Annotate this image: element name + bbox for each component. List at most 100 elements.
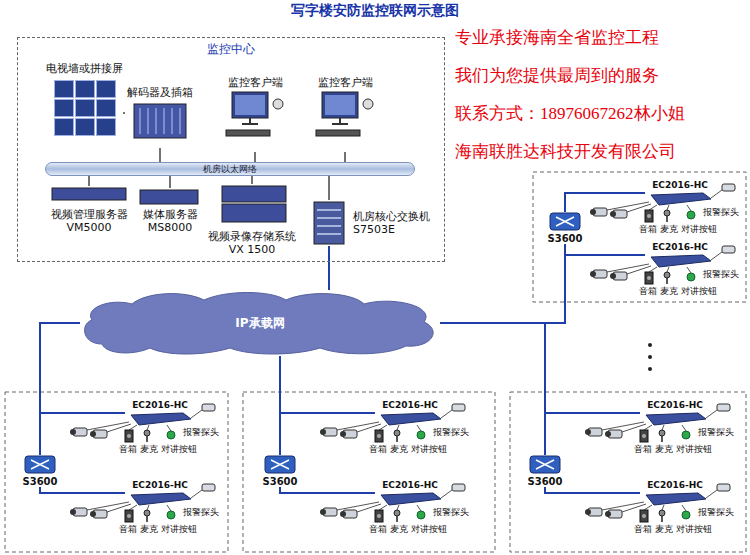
more-dot <box>648 355 652 359</box>
node-label: 解码器及插箱 <box>127 86 193 99</box>
speaker-icon <box>640 430 648 442</box>
connector <box>40 413 125 455</box>
device-label: 对讲按钮 <box>411 524 447 535</box>
intercom-button <box>417 431 425 439</box>
connector <box>88 176 90 186</box>
detector-icon <box>452 404 465 411</box>
connector <box>123 112 125 114</box>
intercom-button <box>682 431 690 439</box>
speaker-cone <box>127 434 131 438</box>
camera-lens <box>90 431 96 437</box>
mic-stem <box>666 216 668 222</box>
node-label: EC2016-HC <box>647 480 703 491</box>
camera-lens <box>590 209 596 215</box>
connector <box>169 176 171 188</box>
connector <box>440 244 565 323</box>
intercom-button <box>167 431 175 439</box>
core-switch-slots <box>317 210 341 234</box>
connector <box>545 487 640 493</box>
device-label: 麦克 <box>655 524 673 535</box>
node-label: EC2016-HC <box>652 180 708 191</box>
device-label: 报警探头 <box>183 507 219 518</box>
mic-stem <box>666 278 668 284</box>
connector <box>251 176 253 184</box>
camera-lens <box>320 509 326 515</box>
mic-stem <box>396 436 398 442</box>
encoder-box: EC2016-HC <box>645 242 715 268</box>
speaker-icon <box>375 510 383 522</box>
keyboard <box>316 130 360 136</box>
encoder-body <box>651 193 711 205</box>
decoder-slots <box>140 108 180 134</box>
node-label: 机房核心交换机 S7503E <box>353 210 439 236</box>
ad-text: 专业承接海南全省监控工程 <box>455 28 659 48</box>
connector <box>328 246 330 290</box>
switch-icon <box>265 456 295 473</box>
speaker-cone <box>647 214 651 218</box>
mic-stem <box>396 516 398 522</box>
intercom-button <box>687 211 695 219</box>
camera-lens <box>610 273 616 279</box>
device-label: 音箱 <box>119 444 137 455</box>
storage-unit <box>222 186 286 202</box>
mic-head <box>664 272 670 278</box>
access-switch: S3600 <box>540 212 590 244</box>
device-label: 对讲按钮 <box>411 444 447 455</box>
device-label: 麦克 <box>140 444 158 455</box>
device-label: 报警探头 <box>703 207 739 218</box>
node-label: 媒体服务器 MS8000 <box>133 208 207 234</box>
switch-arrows <box>271 460 289 469</box>
intercom-button <box>167 511 175 519</box>
mic-head <box>659 430 665 436</box>
monitor-stand <box>332 118 348 124</box>
node-label: EC2016-HC <box>132 400 188 411</box>
encoder-box: EC2016-HC <box>125 480 195 506</box>
core-switch-device: 机房核心交换机 S7503E <box>309 200 439 246</box>
connector <box>280 413 375 455</box>
device-label: 麦克 <box>660 224 678 235</box>
device-label: 麦克 <box>390 524 408 535</box>
site-box <box>510 392 746 552</box>
storage-unit <box>222 204 286 222</box>
server-2u <box>140 190 198 204</box>
encoder-box: EC2016-HC <box>375 400 445 426</box>
device-label: 麦克 <box>390 444 408 455</box>
mic-head <box>394 430 400 436</box>
camera-lens <box>340 511 346 517</box>
device-label: 对讲按钮 <box>681 286 717 297</box>
encoder-body <box>651 255 711 267</box>
device-label: 对讲按钮 <box>681 224 717 235</box>
switch-body <box>530 456 560 473</box>
device-label: 报警探头 <box>703 269 739 280</box>
tv-wall-device: 电视墙或拼接屏 <box>45 62 123 140</box>
device-label: 报警探头 <box>698 427 734 438</box>
device-label: 对讲按钮 <box>161 444 197 455</box>
encoder-box: EC2016-HC <box>125 400 195 426</box>
camera-lens <box>90 511 96 517</box>
server-device: 视频管理服务器 VM5000 <box>45 186 133 234</box>
ad-text: 联系方式：18976067262林小姐 <box>455 104 685 124</box>
camera-lens <box>585 429 591 435</box>
node-label: 视频录像存储系统 VX 1500 <box>203 230 301 256</box>
connector <box>254 152 256 162</box>
encoder-body <box>646 413 706 425</box>
speaker-cone <box>642 434 646 438</box>
switch-arrows <box>536 460 554 469</box>
device-label: 报警探头 <box>183 427 219 438</box>
node-label: EC2016-HC <box>647 400 703 411</box>
server-1u <box>52 188 126 200</box>
mic-stem <box>146 516 148 522</box>
ad-text: 海南联胜达科技开发有限公司 <box>455 142 676 162</box>
tv-wall <box>54 80 117 137</box>
switch-body <box>550 213 580 230</box>
connector <box>40 323 80 455</box>
camera-lens <box>590 271 596 277</box>
node-label: EC2016-HC <box>382 480 438 491</box>
speaker-icon <box>125 430 133 442</box>
encoder-body <box>131 413 191 425</box>
device-label: 音箱 <box>119 524 137 535</box>
detector-icon <box>717 484 730 491</box>
encoder-box: EC2016-HC <box>640 480 710 506</box>
ethernet-band: 机房以太网络 <box>45 162 415 176</box>
node-label: 电视墙或拼接屏 <box>46 62 123 75</box>
